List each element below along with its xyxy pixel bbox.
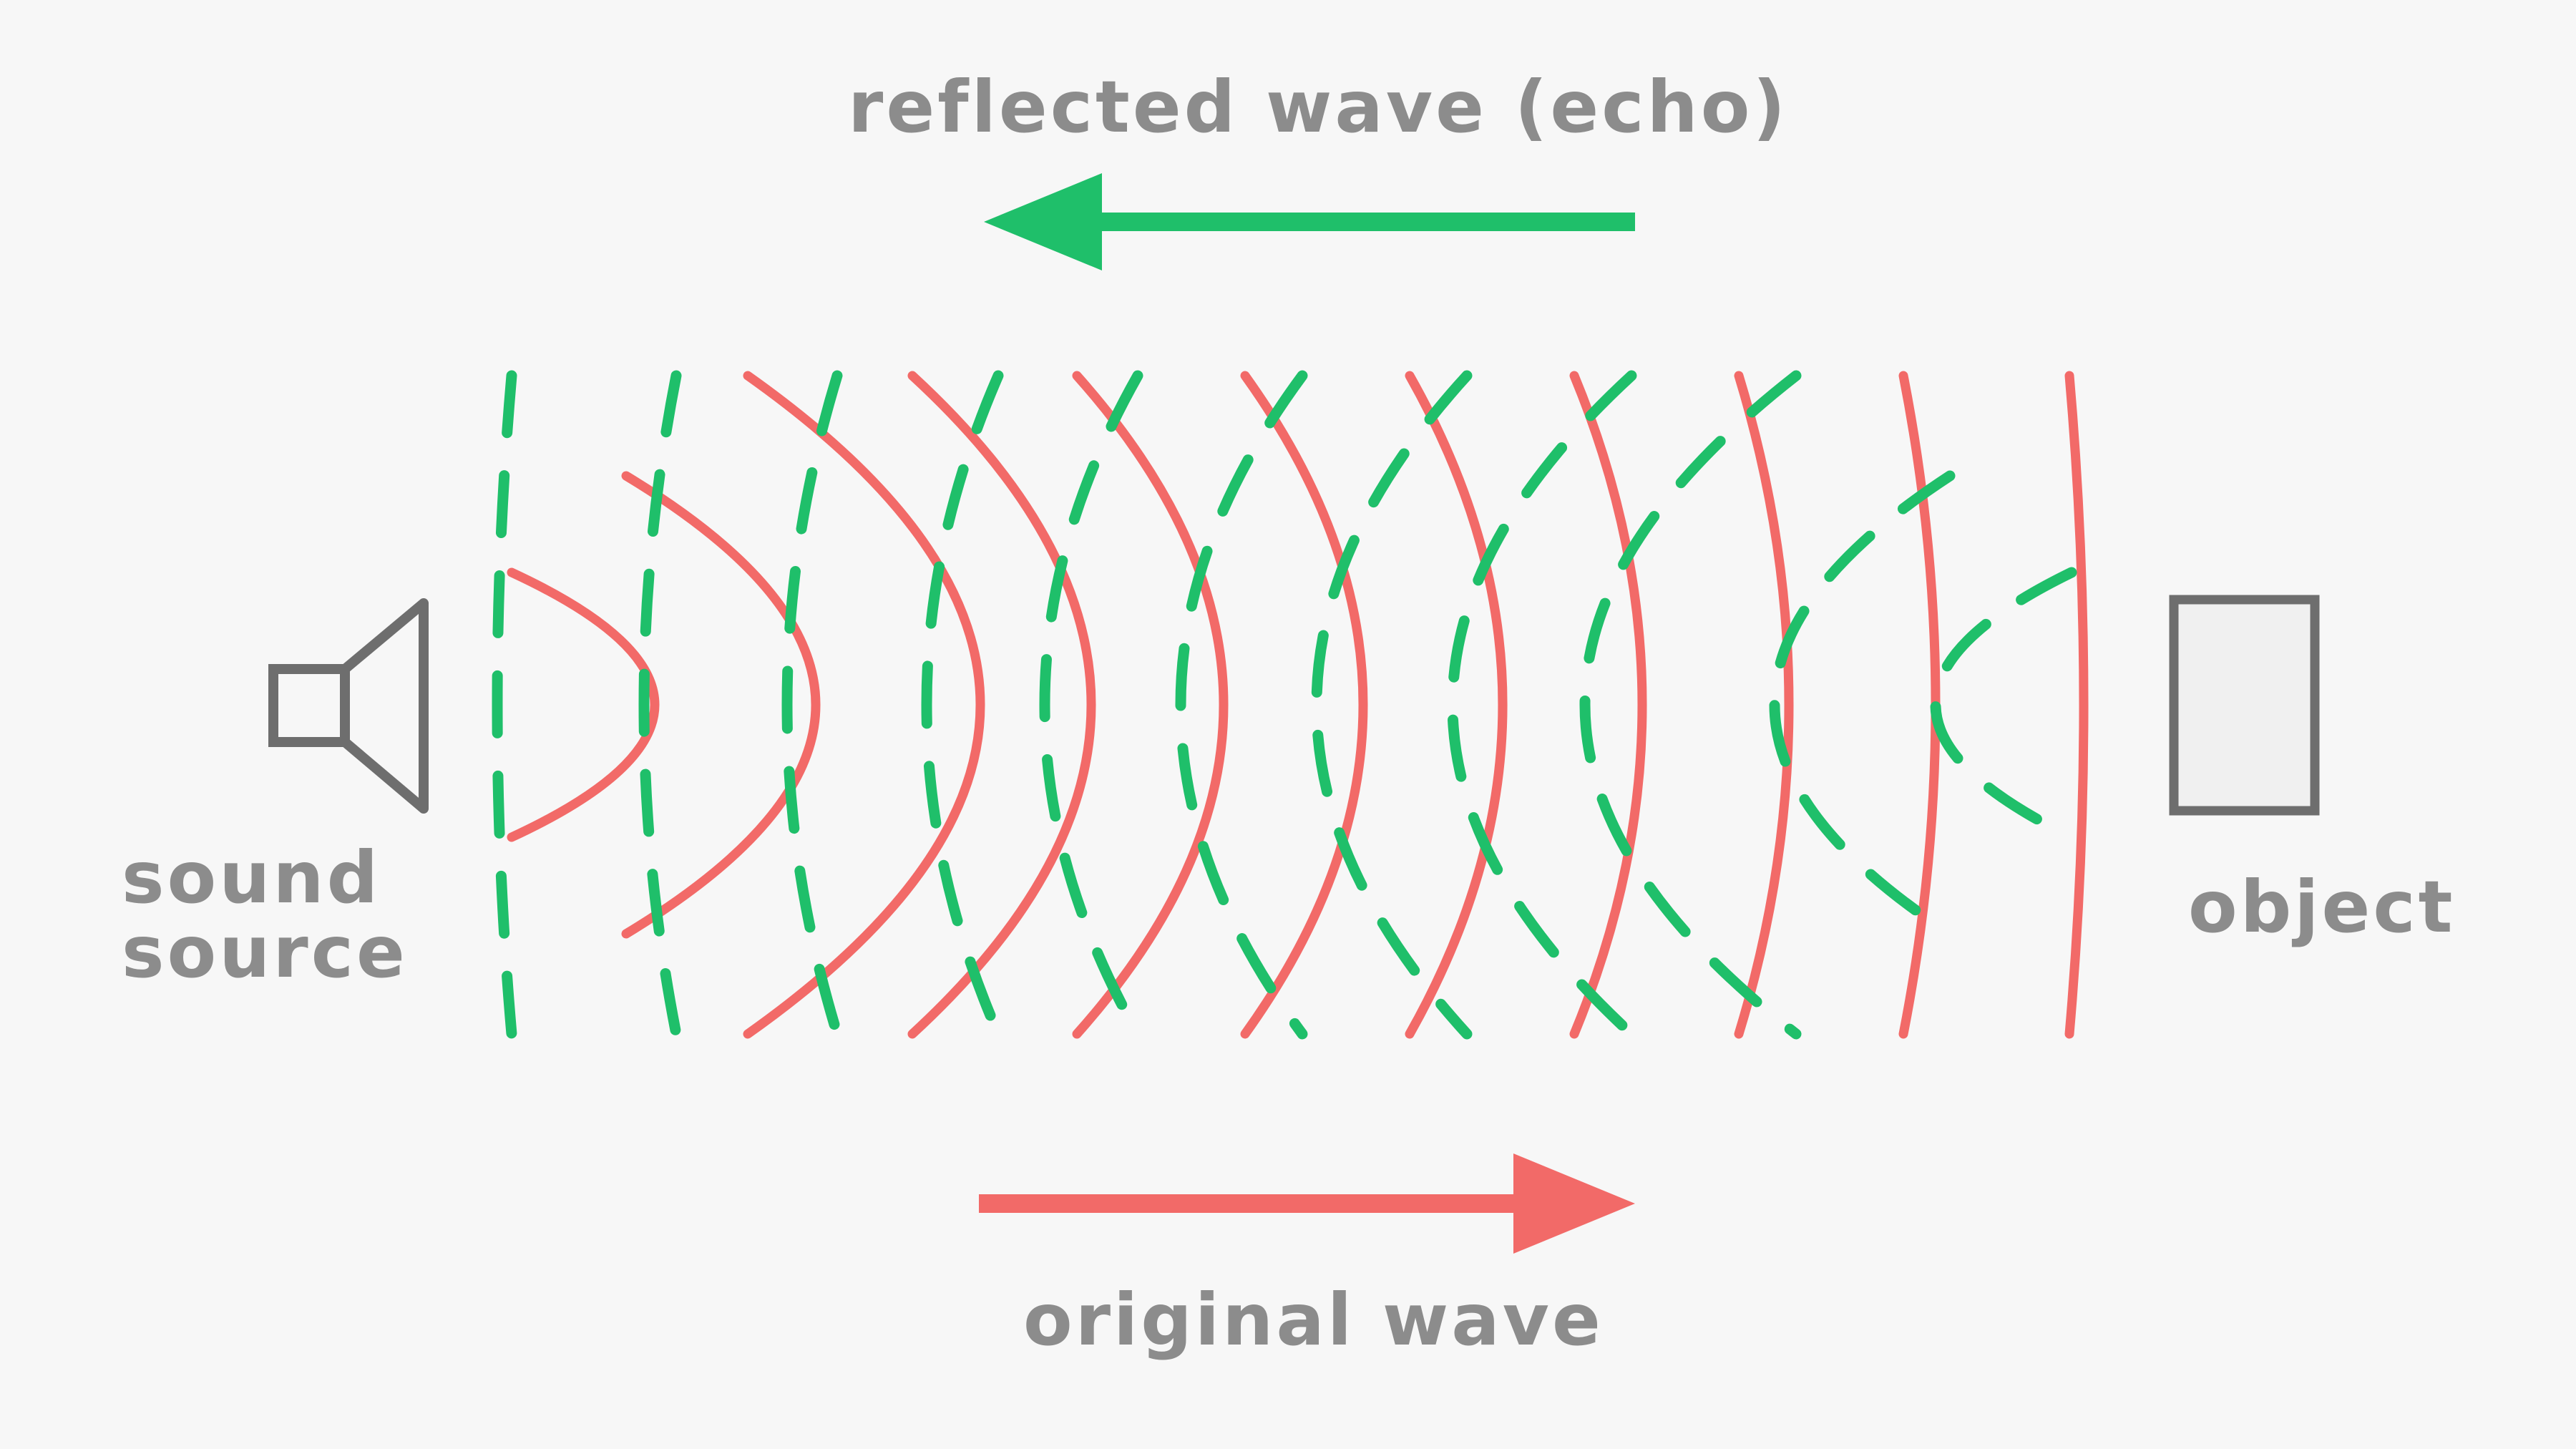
original-wavefront	[1240, 371, 1368, 1039]
original-wavefront	[1405, 371, 1508, 1039]
original-wavefront	[2064, 371, 2089, 1039]
reflected-wavefront	[1930, 567, 2077, 843]
original-wavefront	[1072, 371, 1229, 1039]
reflected-wave-label: reflected wave (echo)	[848, 65, 1789, 149]
original-wave-label: original wave	[1023, 1278, 1604, 1362]
speaker-cone	[340, 598, 429, 814]
original-wavefront	[1734, 371, 1794, 1039]
sound-source-label-line1: sound	[122, 836, 381, 919]
reflected-wavefront	[1579, 370, 1802, 1040]
object-box	[2169, 595, 2320, 816]
reflected-wavefront	[1311, 370, 1473, 1040]
original-wavefront	[1569, 371, 1647, 1039]
original-wavefront	[621, 471, 821, 939]
original-arrow-head	[1513, 1153, 1635, 1254]
speaker-icon	[268, 598, 429, 814]
reflected-wavefront	[638, 370, 682, 1040]
speaker-box	[268, 664, 350, 747]
reflected-arrow-head	[984, 173, 1102, 270]
reflected-wavefront	[1447, 370, 1637, 1040]
object-label: object	[2188, 865, 2456, 949]
reflected-wavefront	[1769, 470, 1956, 940]
original-wavefront	[743, 371, 985, 1039]
reflected-wavefront	[921, 370, 1004, 1040]
reflected-wavefront	[1039, 370, 1143, 1040]
rectangle-object-icon	[2169, 595, 2320, 816]
sound-source-label-line2: source	[122, 910, 408, 994]
reflected-wavefront	[492, 370, 517, 1040]
original-wave-arrow	[979, 1153, 1635, 1254]
reflected-wavefront	[1175, 370, 1308, 1040]
sound-source-label: sound source	[122, 841, 408, 990]
original-wavefronts	[507, 371, 2089, 1039]
original-wavefront	[907, 371, 1096, 1039]
original-wavefront	[507, 567, 660, 842]
reflected-wavefronts	[492, 370, 2077, 1040]
reflected-wave-arrow	[984, 173, 1635, 270]
reflected-wavefront	[781, 370, 843, 1040]
